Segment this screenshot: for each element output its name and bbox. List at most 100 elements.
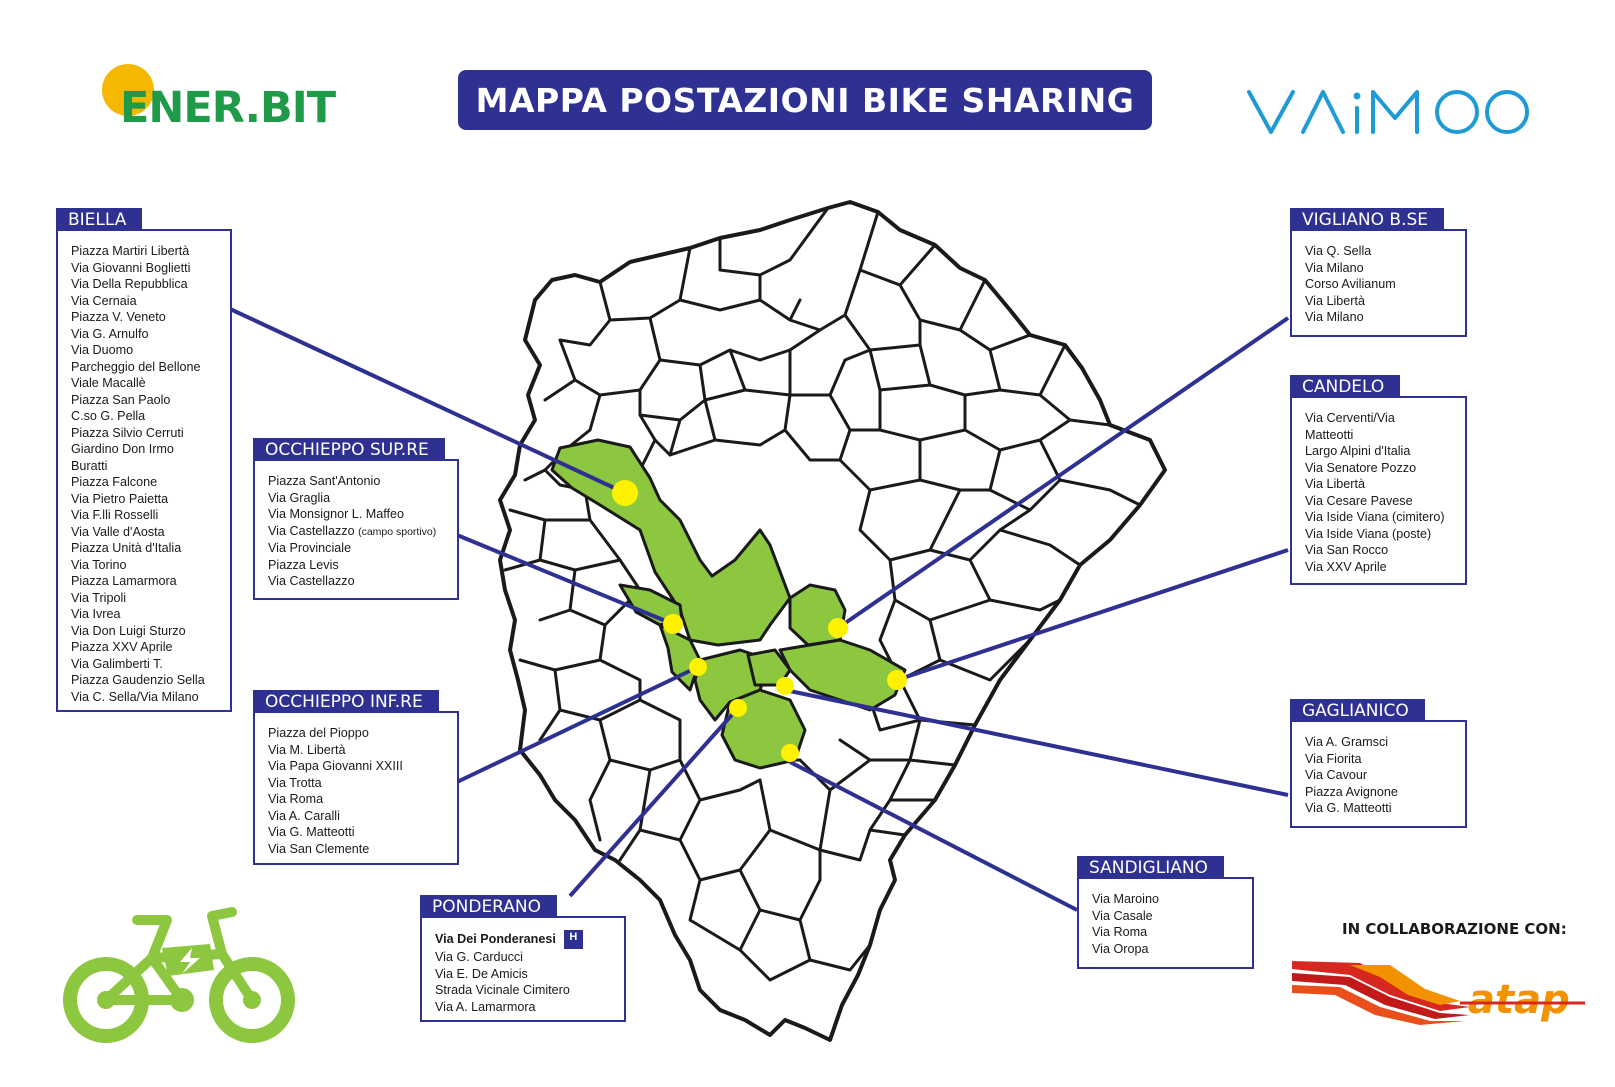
item-note: (campo sportivo) xyxy=(358,525,437,538)
list-item: Strada Vicinale Cimitero xyxy=(435,983,570,997)
list-item: Via Libertà xyxy=(1305,293,1365,308)
vigliano-title: VIGLIANO B.SE xyxy=(1290,208,1445,230)
list-item: Via Fiorita xyxy=(1305,751,1362,766)
list-item: Via C. Sella/Via Milano xyxy=(71,689,199,704)
list-item: Via Duomo xyxy=(71,343,134,357)
connector-biella xyxy=(227,306,626,495)
list-item: Via Pietro Paietta xyxy=(71,491,169,506)
list-item: Via F.lli Rosselli xyxy=(71,508,159,522)
list-item: Via Dei Ponderanesi H xyxy=(435,930,624,949)
municipal-borders xyxy=(503,206,1142,982)
ponderano-title: PONDERANO xyxy=(420,895,558,917)
list-item: Piazza Gaudenzio Sella xyxy=(71,673,205,687)
list-item: Via Provinciale xyxy=(268,541,352,555)
list-item: Via San Clemente xyxy=(268,841,370,856)
vaimoo-logo xyxy=(1247,90,1529,134)
connector-gaglianico xyxy=(784,688,1289,797)
list-item: Via Valle d'Aosta xyxy=(71,524,165,539)
list-item: Piazza XXV Aprile xyxy=(71,640,173,654)
list-item: Via Papa Giovanni XXIII xyxy=(268,759,403,773)
gaglianico-box: Via A. Gramsci Via Fiorita Via Cavour Pi… xyxy=(1290,720,1467,828)
connector-occhieppo-sup xyxy=(456,533,674,626)
occhieppo-inf-box: Piazza del Pioppo Via M. Libertà Via Pap… xyxy=(253,711,459,865)
item-text: Via Castellazzo xyxy=(268,523,355,538)
svg-text:atap: atap xyxy=(1468,977,1570,1023)
list-item: Piazza del Pioppo xyxy=(268,726,369,740)
list-item: Via San Rocco xyxy=(1305,543,1389,557)
hospital-icon: H xyxy=(563,930,583,949)
list-item: Matteotti xyxy=(1305,427,1354,442)
ponderano-box: Via Dei Ponderanesi H Via G. Carducci Via… xyxy=(420,916,626,1022)
list-item: Piazza Unità d'Italia xyxy=(71,541,182,555)
list-item: Via Giovanni Boglietti xyxy=(71,260,191,275)
connector-ponderano xyxy=(568,706,740,898)
list-item: Via Roma xyxy=(1092,925,1148,939)
ebike-icon xyxy=(63,907,295,1043)
sandigliano-title: SANDIGLIANO xyxy=(1077,856,1224,878)
list-item: Corso Avilianum xyxy=(1305,277,1396,291)
list-item: Via E. De Amicis xyxy=(435,966,528,981)
list-item: Via Tripoli xyxy=(71,590,127,605)
list-item: Piazza Levis xyxy=(268,557,339,572)
station-occhieppo-sup xyxy=(663,614,683,634)
station-markers xyxy=(612,480,907,762)
connector-vigliano xyxy=(836,316,1290,630)
connector-candelo xyxy=(896,548,1289,682)
vigliano-box: Via Q. Sella Via Milano Corso Avilianum … xyxy=(1290,229,1467,337)
list-item: Piazza Silvio Cerruti xyxy=(71,425,184,440)
list-item: Via A. Gramsci xyxy=(1305,735,1389,749)
list-item: Via Cesare Pavese xyxy=(1305,493,1413,508)
occhieppo-sup-list: Piazza Sant'Antonio Via Graglia Via Mons… xyxy=(255,461,457,590)
list-item: Via Della Repubblica xyxy=(71,277,188,291)
list-item: Via XXV Aprile xyxy=(1305,559,1387,574)
list-item: Via G. Matteotti xyxy=(1305,801,1392,815)
list-item: Via Milano xyxy=(1305,310,1364,324)
enerbit-logo: ENER.BIT xyxy=(102,64,338,132)
occhieppo-sup-box: Piazza Sant'Antonio Via Graglia Via Mons… xyxy=(253,459,459,600)
list-item: Via Iside Viana (poste) xyxy=(1305,526,1432,541)
svg-text:ENER.BIT: ENER.BIT xyxy=(120,83,337,132)
list-item: Largo Alpini d'Italia xyxy=(1305,444,1411,458)
list-item: Parcheggio del Bellone xyxy=(71,359,201,374)
connector-sandigliano xyxy=(789,760,1078,912)
service-area xyxy=(550,438,907,770)
list-item: Piazza San Paolo xyxy=(71,392,171,407)
biella-box: Piazza Martiri Libertà Via Giovanni Bogl… xyxy=(56,229,232,712)
list-item: Via Torino xyxy=(71,557,127,572)
list-item: Piazza Martiri Libertà xyxy=(71,244,190,258)
list-item: Via Casale xyxy=(1092,908,1153,923)
list-item: Piazza Lamarmora xyxy=(71,574,177,588)
sandigliano-list: Via Maroino Via Casale Via Roma Via Orop… xyxy=(1079,879,1252,957)
list-item: Via G. Carducci xyxy=(435,950,523,964)
occhieppo-inf-title: OCCHIEPPO INF.RE xyxy=(253,690,439,712)
candelo-list: Via Cerventi/Via Matteotti Largo Alpini … xyxy=(1292,398,1465,575)
area-candelo xyxy=(778,638,907,712)
gaglianico-list: Via A. Gramsci Via Fiorita Via Cavour Pi… xyxy=(1292,722,1465,817)
vigliano-list: Via Q. Sella Via Milano Corso Avilianum … xyxy=(1292,231,1465,326)
biella-title: BIELLA xyxy=(56,208,143,230)
list-item: Via Q. Sella xyxy=(1305,244,1372,258)
list-item: Piazza V. Veneto xyxy=(71,310,166,324)
station-biella xyxy=(612,480,638,506)
station-vigliano xyxy=(828,618,848,638)
connector-lines xyxy=(227,306,1290,912)
item-text: Via Dei Ponderanesi xyxy=(435,931,556,946)
atap-logo: atap xyxy=(1292,961,1585,1025)
list-item: Giardino Don Irmo xyxy=(71,442,174,456)
list-item: Via Roma xyxy=(268,792,324,806)
list-item: Piazza Avignone xyxy=(1305,784,1398,799)
ponderano-list: Via Dei Ponderanesi H Via G. Carducci Via… xyxy=(422,918,624,1015)
title-banner: MAPPA POSTAZIONI BIKE SHARING xyxy=(458,70,1152,130)
list-item: C.so G. Pella xyxy=(71,409,146,423)
list-item: Viale Macallè xyxy=(71,376,146,390)
list-item: Buratti xyxy=(71,458,108,473)
list-item: Via Castellazzo (campo sportivo) xyxy=(268,523,457,541)
list-item: Via M. Libertà xyxy=(268,742,346,757)
biella-list: Piazza Martiri Libertà Via Giovanni Bogl… xyxy=(58,231,230,705)
list-item: Via Iside Viana (cimitero) xyxy=(1305,510,1445,524)
list-item: Via Ivrea xyxy=(71,607,121,621)
station-occhieppo-inf xyxy=(689,658,707,676)
candelo-title: CANDELO xyxy=(1290,375,1401,397)
list-item: Via A. Caralli xyxy=(268,808,340,823)
gaglianico-title: GAGLIANICO xyxy=(1290,699,1425,721)
